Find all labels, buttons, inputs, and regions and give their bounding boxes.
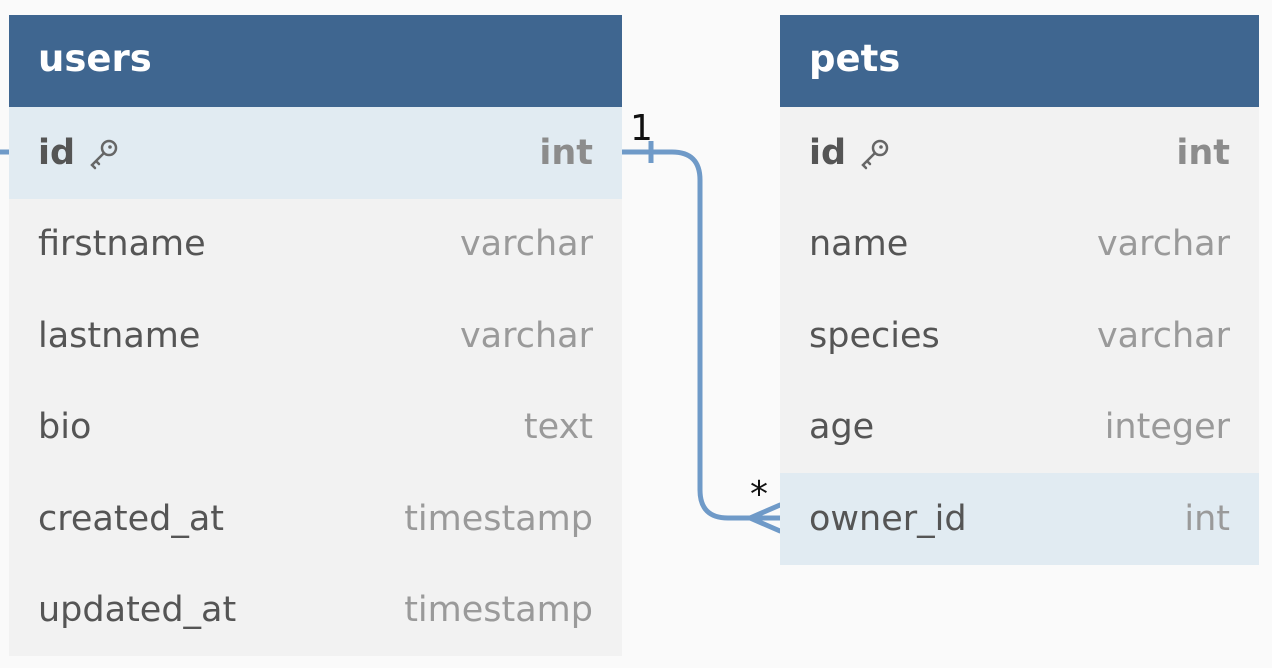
column-type: timestamp	[404, 498, 593, 539]
users-table-header[interactable]: users	[9, 15, 622, 107]
column-name: species	[809, 315, 940, 356]
column-name: updated_at	[38, 590, 237, 631]
pets-table-header[interactable]: pets	[780, 15, 1259, 107]
users-column-updated-at[interactable]: updated_at timestamp	[9, 565, 622, 657]
column-name: bio	[38, 407, 92, 448]
column-name: id	[809, 132, 847, 173]
pets-column-age[interactable]: age integer	[780, 382, 1259, 474]
column-type: timestamp	[404, 590, 593, 631]
column-type: varchar	[1096, 224, 1230, 265]
users-column-firstname[interactable]: firstname varchar	[9, 199, 622, 291]
column-name: id	[38, 132, 76, 173]
key-icon	[90, 139, 118, 169]
one-cardinality-label: 1	[630, 108, 653, 149]
pets-column-owner-id[interactable]: owner_id int	[780, 473, 1259, 565]
pets-column-id[interactable]: id int	[780, 107, 1259, 199]
pets-column-species[interactable]: species varchar	[780, 290, 1259, 382]
pets-table[interactable]: pets id int name varchar species varchar…	[780, 15, 1259, 565]
users-table[interactable]: users id int firstname varchar lastname …	[9, 15, 622, 656]
column-type: varchar	[459, 315, 593, 356]
column-name: lastname	[38, 315, 201, 356]
column-type: int	[1176, 132, 1230, 173]
users-column-id[interactable]: id int	[9, 107, 622, 199]
many-cardinality-label: *	[750, 474, 768, 515]
users-column-lastname[interactable]: lastname varchar	[9, 290, 622, 382]
column-type: integer	[1104, 407, 1230, 448]
pets-column-name[interactable]: name varchar	[780, 199, 1259, 291]
column-type: int	[539, 132, 593, 173]
key-icon	[861, 139, 889, 169]
column-type: text	[523, 407, 593, 448]
users-column-bio[interactable]: bio text	[9, 382, 622, 474]
column-type: varchar	[459, 224, 593, 265]
column-name: owner_id	[809, 498, 967, 539]
column-name: name	[809, 224, 909, 265]
users-column-created-at[interactable]: created_at timestamp	[9, 473, 622, 565]
column-type: int	[1184, 498, 1230, 539]
column-type: varchar	[1096, 315, 1230, 356]
column-name: age	[809, 407, 875, 448]
column-name: firstname	[38, 224, 206, 265]
column-name: created_at	[38, 498, 224, 539]
